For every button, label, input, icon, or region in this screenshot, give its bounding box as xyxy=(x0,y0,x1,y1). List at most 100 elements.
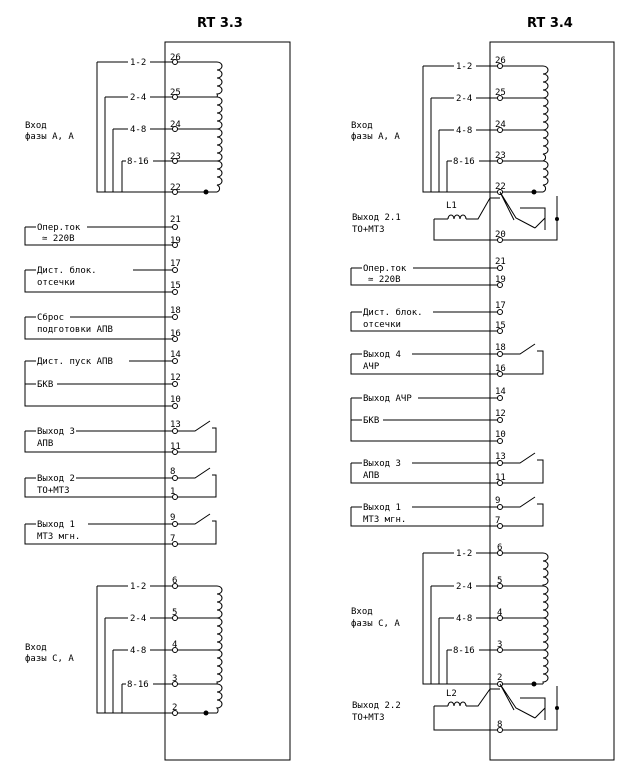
rt34-power-input: Опер.ток ≃ 220В 21 19 xyxy=(350,257,506,288)
relay-rt34-title: RT 3.4 xyxy=(527,16,573,31)
rt34-cutoff-label-1: Дист. блок. xyxy=(363,307,423,318)
rt34-out1-label-2: МТЗ мгн. xyxy=(363,515,406,525)
rt34-tap-c-3-label: 4-8 xyxy=(456,614,472,624)
rt33-out2-label-1: Выход 2 xyxy=(37,474,75,484)
rt33-reset-label-2: подготовки АПВ xyxy=(37,325,113,335)
rt34-pin-6: 6 xyxy=(497,543,502,553)
rt34-pin-9: 9 xyxy=(495,496,500,506)
rt33-power-input: Опер.ток ≃ 220В 21 19 xyxy=(24,215,181,248)
rt33-tap-c-1-label: 1-2 xyxy=(130,582,146,592)
rt33-pin-24: 24 xyxy=(170,120,181,130)
rt34-achr-group: Выход АЧР БКВ 14 12 10 xyxy=(350,387,506,444)
rt34-phase-c-input: Вход фазы C, A 1-2 2-4 4-8 8-16 6 5 4 3 … xyxy=(351,543,549,687)
rt33-pin-2: 2 xyxy=(172,703,177,713)
rt34-pin-21: 21 xyxy=(495,257,506,267)
rt34-tap-a-3-label: 4-8 xyxy=(456,126,472,136)
rt34-phase-c-label-1: Вход xyxy=(351,607,373,617)
rt33-out1-label-1: Выход 1 xyxy=(37,520,75,530)
rt33-cutoff-label-2: отсечки xyxy=(37,278,75,288)
rt34-achr-label: Выход АЧР xyxy=(363,394,412,404)
rt33-pin-13: 13 xyxy=(170,420,181,430)
rt33-pin-8: 8 xyxy=(170,467,175,477)
rt34-pin-8: 8 xyxy=(497,720,502,730)
rt34-coil-l2 xyxy=(447,701,467,707)
rt34-pin-10: 10 xyxy=(495,430,506,440)
rt34-output-3: Выход 3 АПВ 13 11 xyxy=(350,452,544,486)
rt34-bkv-label: БКВ xyxy=(363,416,379,426)
rt34-phase-a-input: Вход фазы A, A 1-2 2-4 4-8 8-16 26 25 24… xyxy=(351,56,549,195)
rt33-pin-23: 23 xyxy=(170,152,181,162)
rt34-pin-26: 26 xyxy=(495,56,506,66)
rt34-out22-label-2: ТО+МТЗ xyxy=(352,713,385,723)
rt33-apv-start-group: Дист. пуск АПВ БКВ 14 12 10 xyxy=(24,350,181,409)
rt34-pin-25: 25 xyxy=(495,88,506,98)
rt34-cutoff-label-2: отсечки xyxy=(363,320,401,330)
rt34-pin-4: 4 xyxy=(497,608,502,618)
rt33-pin-1: 1 xyxy=(170,487,175,497)
rt34-phase-a-label-2: фазы A, A xyxy=(351,132,400,142)
rt33-tap-c-3-label: 4-8 xyxy=(130,646,146,656)
rt34-tap-c-4-label: 8-16 xyxy=(453,646,475,656)
rt33-tap-a-3-label: 4-8 xyxy=(130,125,146,135)
rt34-pin-12: 12 xyxy=(495,409,506,419)
rt34-out3-label-2: АПВ xyxy=(363,471,379,481)
rt33-pin-21: 21 xyxy=(170,215,181,225)
rt34-cutoff-input: Дист. блок. отсечки 17 15 xyxy=(350,301,506,334)
rt34-coil-l1-label: L1 xyxy=(446,201,457,211)
rt33-out3-label-1: Выход 3 xyxy=(37,427,75,437)
rt34-out3-label-1: Выход 3 xyxy=(363,459,401,469)
rt34-out21-label-1: Выход 2.1 xyxy=(352,213,401,223)
rt33-output-2: Выход 2 ТО+МТЗ 8 1 xyxy=(24,467,217,500)
rt34-pin-22: 22 xyxy=(495,182,506,192)
rt33-out2-label-2: ТО+МТЗ xyxy=(37,486,70,496)
rt34-pin-23: 23 xyxy=(495,151,506,161)
rt33-pin-3: 3 xyxy=(172,674,177,684)
rt34-tap-a-4-label: 8-16 xyxy=(453,157,475,167)
rt33-tap-c-4-label: 8-16 xyxy=(127,680,149,690)
relay-rt33-title: RT 3.3 xyxy=(197,16,243,31)
rt33-phase-c-label-2: фазы C, A xyxy=(25,654,74,664)
rt33-cutoff-input: Дист. блок. отсечки 17 15 xyxy=(24,259,181,295)
rt34-tap-c-1-label: 1-2 xyxy=(456,549,472,559)
rt33-pin-18: 18 xyxy=(170,306,181,316)
rt33-terminals-a xyxy=(172,59,178,195)
rt34-coil-l1 xyxy=(447,214,467,220)
rt33-tap-a-1-label: 1-2 xyxy=(130,58,146,68)
rt33-pin-15: 15 xyxy=(170,281,181,291)
rt33-pin-10: 10 xyxy=(170,395,181,405)
rt33-pin-12: 12 xyxy=(170,373,181,383)
rt33-power-label-1: Опер.ток xyxy=(37,223,81,233)
rt34-pin-5: 5 xyxy=(497,576,502,586)
rt34-out4-label-2: АЧР xyxy=(363,362,380,372)
rt33-apv-start-label: Дист. пуск АПВ xyxy=(37,357,113,367)
rt34-tap-a-1-label: 1-2 xyxy=(456,62,472,72)
rt34-pin-16: 16 xyxy=(495,364,506,374)
rt34-pin-3: 3 xyxy=(497,640,502,650)
rt33-pin-26: 26 xyxy=(170,53,181,63)
rt33-pin-5: 5 xyxy=(172,608,177,618)
rt33-pin-25: 25 xyxy=(170,88,181,98)
rt33-pin-9: 9 xyxy=(170,513,175,523)
rt33-phase-a-input: Вход фазы A, A 1-2 2-4 4-8 8-16 26 25 24… xyxy=(25,53,223,195)
rt33-pin-19: 19 xyxy=(170,236,181,246)
rt34-pin-11: 11 xyxy=(495,473,506,483)
rt33-phase-c-label-1: Вход xyxy=(25,643,47,653)
rt34-out22-label-1: Выход 2.2 xyxy=(352,701,401,711)
rt33-tap-c-2-label: 2-4 xyxy=(130,614,146,624)
rt33-phase-c-input: Вход фазы C, A 1-2 2-4 4-8 8-16 6 5 4 3 … xyxy=(25,576,223,716)
rt33-pin-16: 16 xyxy=(170,329,181,339)
rt33-phase-a-label-2: фазы A, A xyxy=(25,132,74,142)
rt33-pin-6: 6 xyxy=(172,576,177,586)
rt33-cutoff-label-1: Дист. блок. xyxy=(37,265,97,276)
relay-rt33: RT 3.3 Вход фазы A, A 1-2 2-4 4-8 8-16 2… xyxy=(24,16,291,761)
rt34-output-1: Выход 1 МТЗ мгн. 9 7 xyxy=(350,496,544,529)
rt33-pin-4: 4 xyxy=(172,640,177,650)
rt34-tap-a-2-label: 2-4 xyxy=(456,94,472,104)
rt34-pin-24: 24 xyxy=(495,120,506,130)
relay-rt33-body xyxy=(164,41,291,761)
rt33-pin-22: 22 xyxy=(170,183,181,193)
rt34-pin-13: 13 xyxy=(495,452,506,462)
rt33-reset-input: Сброс подготовки АПВ 18 16 xyxy=(24,306,181,342)
rt34-pin-17: 17 xyxy=(495,301,506,311)
